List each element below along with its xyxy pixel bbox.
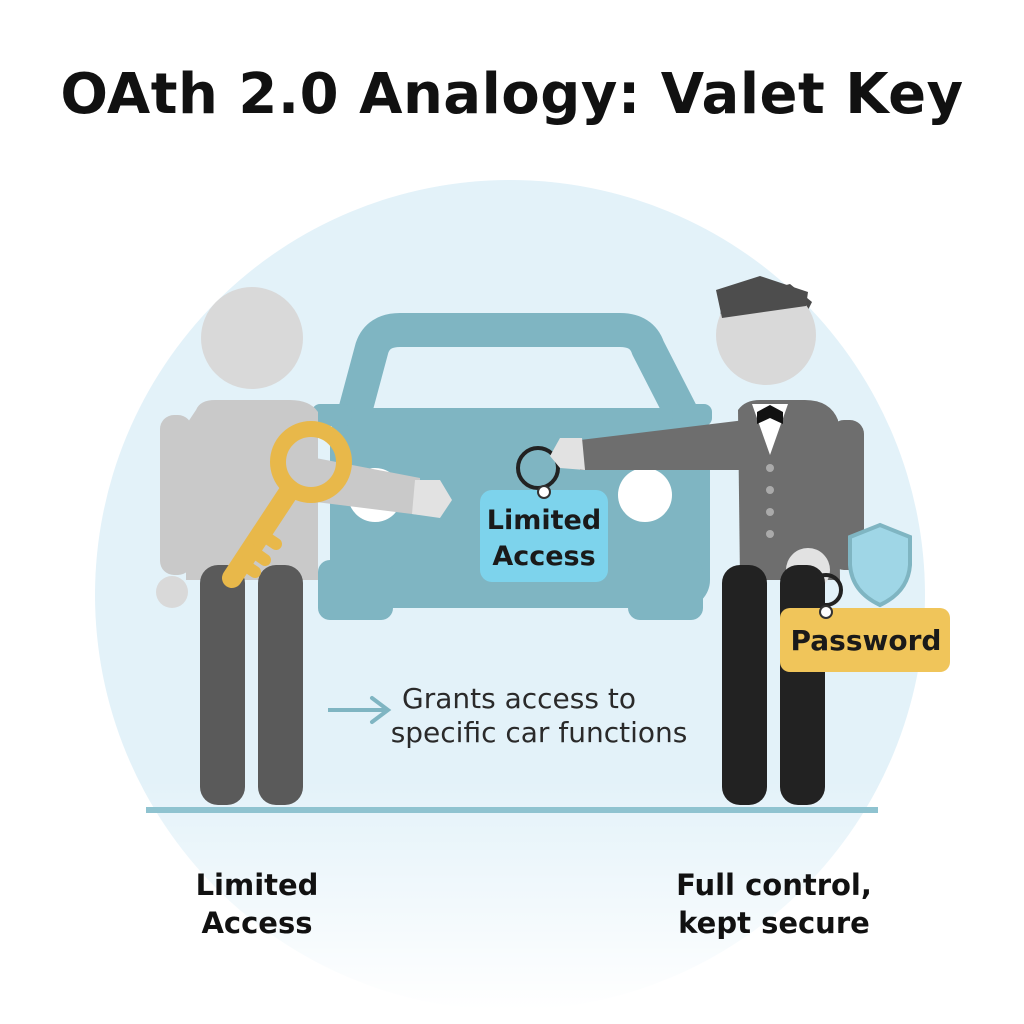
right-label-line2: kept secure (678, 906, 870, 940)
limited-access-tag-label: Limited Access (478, 503, 610, 575)
limited-access-line1: Limited (486, 505, 602, 536)
diagram-title: OAth 2.0 Analogy: Valet Key (60, 62, 964, 127)
shield-icon (848, 522, 912, 608)
limited-access-line2: Access (492, 541, 596, 572)
left-label-line2: Access (201, 906, 313, 940)
limited-access-tag (480, 490, 608, 582)
person-icon (156, 287, 452, 805)
key-ring (516, 446, 560, 490)
caption-line2: specific car functions (390, 716, 688, 749)
arrow-right-icon (328, 696, 392, 724)
key-icon (222, 421, 352, 588)
caption-line1: Grants access to (402, 682, 636, 715)
right-label-line1: Full control, (676, 868, 872, 902)
password-tag-label: Password (790, 624, 942, 657)
password-tag (780, 608, 950, 672)
left-label-line1: Limited (195, 868, 319, 902)
